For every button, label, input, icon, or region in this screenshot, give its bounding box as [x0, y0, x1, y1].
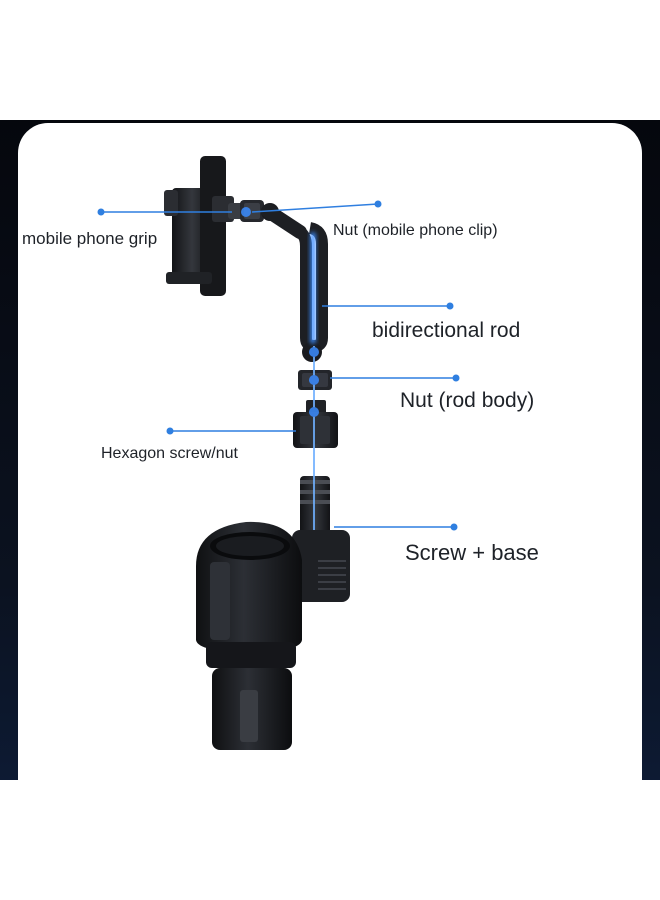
leader-grip [97, 208, 232, 216]
label-screw-base: Screw + base [405, 540, 539, 565]
label-nut-mobile-phone-clip: Nut (mobile phone clip) [333, 222, 498, 239]
phone-grip-part [164, 156, 244, 296]
label-hexagon-screw-nut: Hexagon screw/nut [101, 445, 238, 462]
assembly-highlight [241, 207, 319, 530]
leader-nut-clip [251, 200, 382, 213]
screw-base-part [196, 476, 350, 750]
leader-rod [322, 302, 454, 310]
leader-nut-body [330, 374, 460, 382]
leader-hex [166, 427, 296, 435]
leader-screw-base [334, 523, 458, 531]
hexagon-nut-part [293, 400, 338, 448]
diagram-card [18, 123, 642, 780]
label-mobile-phone-grip: mobile phone grip [22, 229, 158, 248]
label-nut-rod-body: Nut (rod body) [400, 389, 535, 412]
label-bidirectional-rod: bidirectional rod [372, 319, 521, 342]
